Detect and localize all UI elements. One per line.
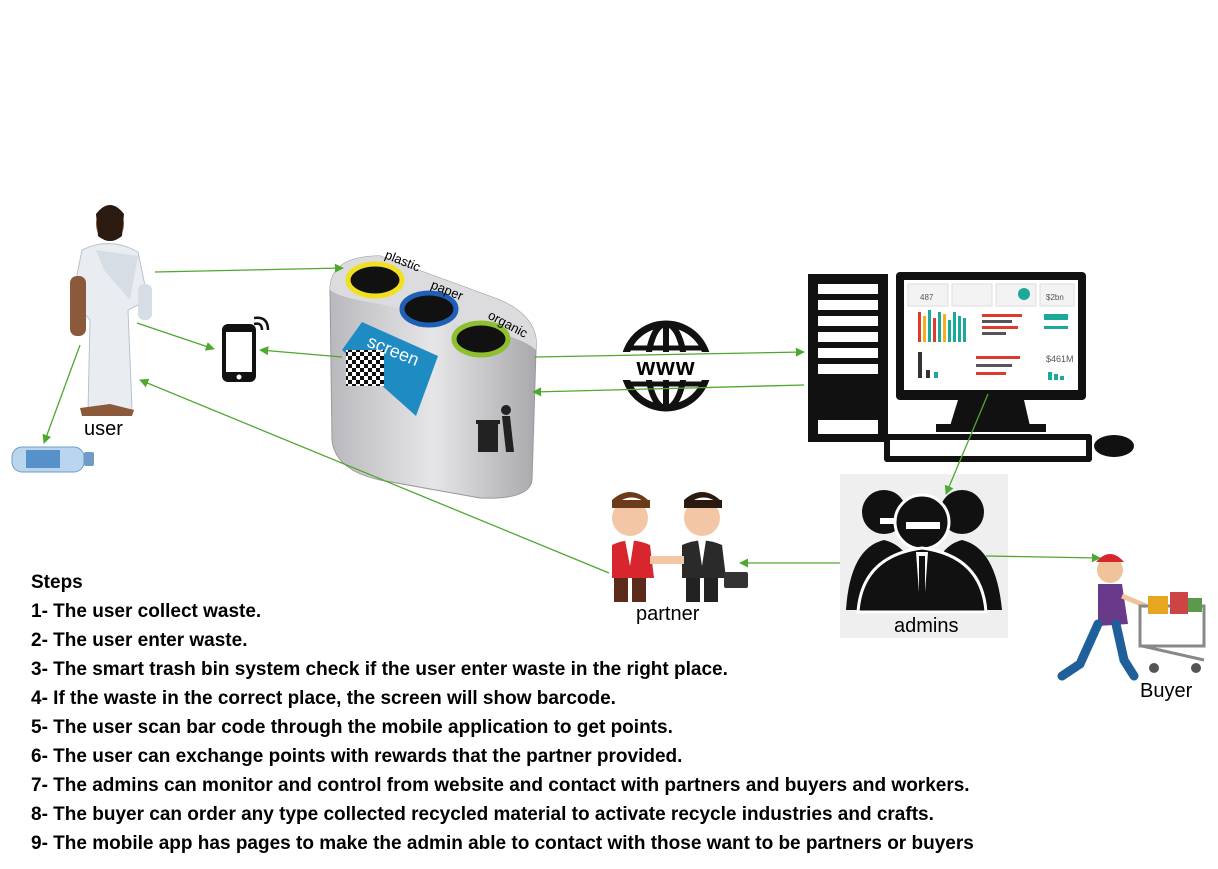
buyer-label: Buyer <box>1140 680 1193 702</box>
dashboard-kpi-1: 487 <box>920 293 934 302</box>
arrow-user-to-bin <box>154 263 344 273</box>
steps-list: Steps 1- The user collect waste. 2- The … <box>31 568 974 858</box>
plastic-slot <box>345 261 405 299</box>
user-label: user <box>84 418 123 440</box>
step-item: 7- The admins can monitor and control fr… <box>31 775 970 796</box>
arrow-bin-to-web <box>534 347 805 358</box>
www-label: www <box>635 354 695 381</box>
smart-trash-bin <box>329 255 537 499</box>
admins-label: admins <box>894 615 958 637</box>
step-item: 4- If the waste in the correct place, th… <box>31 688 616 709</box>
admins-group-icon <box>840 474 1008 638</box>
arrow-user-to-bottle <box>42 344 81 444</box>
plastic-bottle-icon <box>11 446 94 473</box>
arrow-admins-to-buyer <box>985 553 1101 563</box>
step-item: 6- The user can exchange points with rew… <box>31 746 683 767</box>
bin-screen <box>342 322 438 416</box>
step-item: 8- The buyer can order any type collecte… <box>31 804 934 825</box>
globe-icon <box>620 320 712 412</box>
qr-code-icon <box>346 350 384 386</box>
step-item: 9- The mobile app has pages to make the … <box>31 833 974 854</box>
dashboard-screen: 487 $2bn $461M <box>907 283 1075 380</box>
dashboard-kpi-2: $2bn <box>1046 293 1064 302</box>
step-item: 5- The user scan bar code through the mo… <box>31 717 673 738</box>
arrow-partner-to-user <box>139 378 610 574</box>
organic-slot <box>451 320 511 358</box>
user-figure <box>70 205 152 416</box>
paper-slot <box>399 290 459 328</box>
arrow-web-to-bin <box>532 384 805 397</box>
mobile-phone-icon <box>222 316 270 382</box>
arrow-computer-to-admins <box>944 393 989 495</box>
arrow-user-to-phone <box>136 322 215 351</box>
partner-handshake-icon <box>612 492 748 602</box>
arrow-bin-to-phone <box>259 346 343 358</box>
flow-arrows <box>42 263 1101 574</box>
trash-bin-icon <box>476 405 514 452</box>
step-item: 1- The user collect waste. <box>31 601 262 622</box>
steps-title: Steps <box>31 572 83 593</box>
step-item: 2- The user enter waste. <box>31 630 248 651</box>
buyer-with-cart-icon <box>1057 554 1206 681</box>
step-item: 3- The smart trash bin system check if t… <box>31 659 728 680</box>
dashboard-kpi-3: $461M <box>1046 354 1074 364</box>
partner-label: partner <box>636 603 700 625</box>
